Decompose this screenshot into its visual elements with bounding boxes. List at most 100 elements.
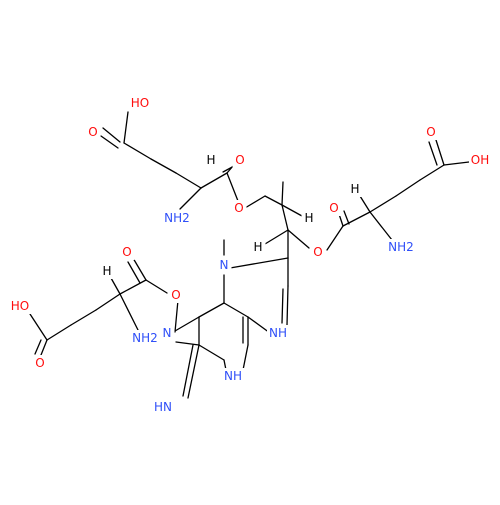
bond xyxy=(343,210,350,225)
atom-label-bg xyxy=(347,181,363,197)
bond xyxy=(150,158,177,174)
atom-label-bg xyxy=(423,124,439,140)
bond xyxy=(70,309,97,326)
bond xyxy=(326,225,344,251)
bond xyxy=(198,344,225,361)
atom-label-bg xyxy=(99,263,115,279)
atom-label-o: O xyxy=(329,201,338,215)
bond xyxy=(264,195,283,206)
atom-label-o: HO xyxy=(11,299,29,313)
atom-label-n: NH2 xyxy=(132,331,158,345)
atom-label-bg xyxy=(386,239,416,255)
atom-label-bg xyxy=(232,152,248,168)
atom-label-n: NH xyxy=(224,369,242,383)
atom-label-o: O xyxy=(235,153,244,167)
atom-label-bg xyxy=(168,287,184,303)
atom-label-bg xyxy=(310,244,326,260)
atom-label-o: O xyxy=(234,201,243,215)
bond xyxy=(369,195,397,213)
bond xyxy=(200,172,228,189)
atom-label-bg xyxy=(267,325,289,341)
bond xyxy=(174,316,200,332)
atom-label-o: HO xyxy=(131,96,149,110)
atom-label-h: H xyxy=(304,211,313,225)
bond xyxy=(443,161,470,166)
bond xyxy=(435,139,445,166)
bond xyxy=(127,261,141,284)
bond xyxy=(110,277,121,295)
bond xyxy=(242,344,249,371)
atom-label-n: N xyxy=(220,258,229,272)
bond xyxy=(359,195,371,213)
atom-label-bg xyxy=(326,200,342,216)
atom-label-o: OH xyxy=(471,153,489,167)
bond xyxy=(174,299,179,333)
bond xyxy=(40,339,48,356)
atom-label-bg xyxy=(119,244,135,260)
bond xyxy=(281,288,284,324)
bond xyxy=(247,316,271,334)
bond xyxy=(34,339,42,355)
atom-label-bg xyxy=(129,95,151,111)
atom-label-o: O xyxy=(35,356,44,370)
bond xyxy=(119,279,147,295)
bond xyxy=(286,285,289,326)
atom-label-o: O xyxy=(171,288,180,302)
bond xyxy=(281,181,284,206)
bond xyxy=(123,142,152,160)
atom-label-h: H xyxy=(102,264,111,278)
bond xyxy=(395,179,421,197)
atom-label-h: H xyxy=(350,182,359,196)
atom-label-bg xyxy=(9,298,31,314)
atom-label-o: O xyxy=(122,245,131,259)
atom-label-bg xyxy=(250,239,266,255)
atom-label-bg xyxy=(159,325,175,341)
atom-label-bg xyxy=(216,257,232,273)
bond xyxy=(264,229,289,245)
bond xyxy=(223,302,249,318)
atom-label-bg xyxy=(301,210,317,226)
atom-label-bg xyxy=(152,399,174,415)
bond xyxy=(132,257,147,281)
bond xyxy=(281,204,289,231)
atom-label-n: N xyxy=(163,326,172,340)
bond xyxy=(287,229,310,249)
atom-label-n: NH xyxy=(269,326,287,340)
bond xyxy=(100,135,119,149)
bond xyxy=(46,324,72,341)
atom-label-bg xyxy=(85,124,101,140)
bond xyxy=(175,341,200,346)
bond xyxy=(428,141,438,166)
bond xyxy=(281,204,303,217)
bond xyxy=(179,187,202,210)
bond xyxy=(95,293,121,311)
atom-label-bg xyxy=(130,330,160,346)
atom-label-bg xyxy=(231,200,247,216)
atom-label-h: H xyxy=(253,240,262,254)
atom-label-n: NH2 xyxy=(388,240,414,254)
bond xyxy=(119,293,139,331)
atom-label-bg xyxy=(222,368,244,384)
bond xyxy=(244,195,266,209)
bond xyxy=(342,211,371,227)
atom-label-n: HN xyxy=(154,400,172,414)
atom-label-bg xyxy=(32,355,48,371)
bond xyxy=(369,211,393,241)
bond xyxy=(226,172,239,202)
atom-label-bg xyxy=(203,152,219,168)
bond xyxy=(175,172,202,189)
atom-label-o: O xyxy=(313,245,322,259)
bond xyxy=(187,344,200,399)
bond xyxy=(419,164,445,181)
atom-label-n: NH2 xyxy=(164,211,190,225)
atom-label-bg xyxy=(162,210,192,226)
bond xyxy=(102,127,121,143)
bond xyxy=(229,257,289,269)
bond xyxy=(145,279,168,294)
atom-label-bg xyxy=(469,152,491,168)
atom-label-h: H xyxy=(206,153,215,167)
bond xyxy=(123,111,129,144)
